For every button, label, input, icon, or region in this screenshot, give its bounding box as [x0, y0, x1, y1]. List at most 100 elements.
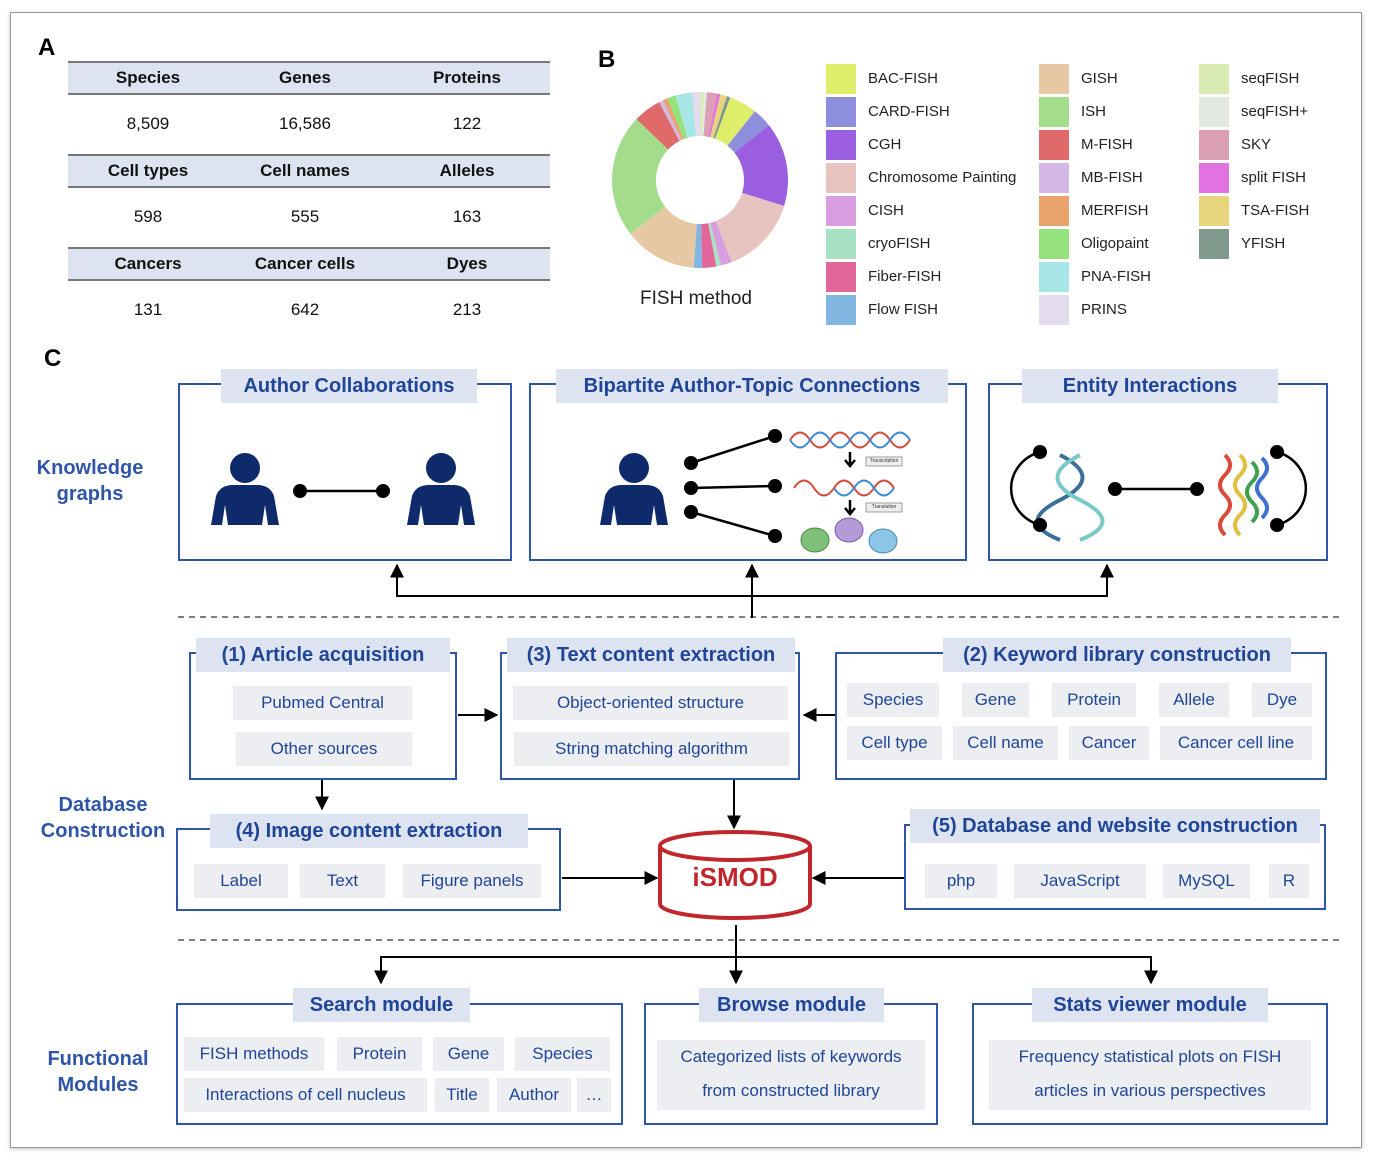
- table-header-row: Cancers Cancer cells Dyes: [68, 247, 550, 281]
- node-dot: [684, 481, 698, 495]
- arrow: [752, 563, 1114, 597]
- chip: Protein: [1052, 683, 1136, 717]
- table-header-alleles: Alleles: [439, 161, 495, 180]
- chip: Species: [847, 683, 939, 717]
- transcription-tag: [865, 456, 903, 467]
- person-icon: [600, 453, 668, 525]
- side-label-line: Modules: [57, 1074, 139, 1096]
- dna-strand-icon: [789, 431, 911, 449]
- arrow: [390, 563, 752, 597]
- chip: Gene: [962, 683, 1029, 717]
- image-extraction-title: (4) Image content extraction: [210, 814, 528, 848]
- legend-swatch: [826, 163, 856, 193]
- chart-title: FISH method: [640, 288, 752, 309]
- node-dot: [376, 484, 390, 498]
- website-title: (5) Database and website construction: [910, 809, 1320, 843]
- node-dot: [1108, 482, 1122, 496]
- chip: Object-oriented structure: [513, 686, 788, 720]
- legend-swatch: [1199, 130, 1229, 160]
- transcription-label: Transcription: [869, 458, 899, 464]
- chip: Author: [497, 1078, 571, 1112]
- chip: Label: [194, 864, 288, 898]
- panel-label-a: A: [38, 34, 56, 61]
- side-label-line: Functional: [47, 1048, 149, 1070]
- legend-swatch: [1039, 97, 1069, 127]
- bipartite-title: Bipartite Author-Topic Connections: [556, 369, 948, 403]
- arrow: [374, 956, 736, 985]
- description-line: articles in various perspectives: [1034, 1081, 1266, 1100]
- legend-swatch: [1199, 163, 1229, 193]
- interaction-arc: [1009, 450, 1041, 527]
- legend-swatch: [1039, 229, 1069, 259]
- person-icon: [211, 453, 279, 525]
- chip: Allele: [1159, 683, 1229, 717]
- entity-box: [988, 383, 1328, 561]
- side-label-line: Knowledge: [36, 457, 144, 479]
- table-header-row: Cell types Cell names Alleles: [68, 154, 550, 188]
- table-cell: 598: [133, 207, 163, 226]
- legend-label: MB-FISH: [1081, 169, 1143, 186]
- translation-tag: [865, 502, 903, 513]
- chip: Gene: [433, 1037, 504, 1071]
- legend-label: Flow FISH: [868, 301, 939, 318]
- interaction-arc: [1276, 450, 1308, 527]
- legend-label: Fiber-FISH: [868, 268, 942, 285]
- node-dot: [1270, 518, 1284, 532]
- panel-label-c: C: [44, 345, 62, 372]
- table-header-cancer-cells: Cancer cells: [254, 254, 356, 273]
- chip: FISH methods: [184, 1037, 324, 1071]
- description-line: Categorized lists of keywords: [680, 1047, 902, 1066]
- legend-label: CGH: [868, 136, 902, 153]
- table-header-cell-names: Cell names: [260, 161, 350, 180]
- table-cell: 16,586: [279, 114, 331, 133]
- text-extraction-title: (3) Text content extraction: [507, 638, 795, 672]
- bipartite-box: [529, 383, 967, 561]
- node-dot: [684, 505, 698, 519]
- chip: String matching algorithm: [514, 732, 789, 766]
- legend-swatch: [1039, 262, 1069, 292]
- chip: Other sources: [236, 732, 412, 766]
- legend-swatch: [1199, 97, 1229, 127]
- legend-swatch: [1039, 64, 1069, 94]
- chip: …: [577, 1078, 611, 1112]
- translation-label: Translation: [871, 504, 897, 510]
- legend-swatch: [826, 64, 856, 94]
- legend-label: TSA-FISH: [1241, 202, 1310, 219]
- side-label-functional: Functional Modules: [28, 1046, 168, 1098]
- browse-description: Categorized lists of keywords from const…: [657, 1040, 925, 1110]
- node-dot: [768, 429, 782, 443]
- legend-label: PNA-FISH: [1081, 268, 1152, 285]
- legend-swatch: [1039, 163, 1069, 193]
- chip: JavaScript: [1014, 864, 1146, 898]
- chip: MySQL: [1163, 864, 1250, 898]
- table-header-row: Species Genes Proteins: [68, 61, 550, 95]
- legend-swatch: [826, 295, 856, 325]
- table-cell: 8,509: [126, 114, 170, 133]
- legend-swatch: [826, 262, 856, 292]
- rna-strand-icon: [793, 479, 895, 497]
- chip: Protein: [337, 1037, 422, 1071]
- figure-frame: [10, 12, 1362, 1148]
- node-dot: [1190, 482, 1204, 496]
- protein-blob-icon: [800, 517, 898, 554]
- keyword-title: (2) Keyword library construction: [943, 638, 1291, 672]
- legend-label: split FISH: [1241, 169, 1307, 186]
- legend-label: SKY: [1241, 136, 1272, 153]
- description-line: Frequency statistical plots on FISH: [1018, 1047, 1282, 1066]
- legend-label: M-FISH: [1081, 136, 1133, 153]
- side-label-line: Construction: [40, 820, 166, 842]
- arrow: [736, 956, 1158, 985]
- table-cell: 163: [452, 207, 482, 226]
- down-arrow-icon: [844, 452, 856, 468]
- table-cell: 131: [133, 300, 163, 319]
- node-dot: [768, 529, 782, 543]
- chip: Title: [435, 1078, 489, 1112]
- article-title: (1) Article acquisition: [196, 638, 450, 672]
- node-dot: [1033, 445, 1047, 459]
- table-cell: 555: [290, 207, 320, 226]
- chip: Cell name: [953, 726, 1058, 760]
- side-label-line: graphs: [56, 483, 124, 505]
- side-label-knowledge: Knowledge graphs: [26, 455, 154, 507]
- chip: Cell type: [847, 726, 942, 760]
